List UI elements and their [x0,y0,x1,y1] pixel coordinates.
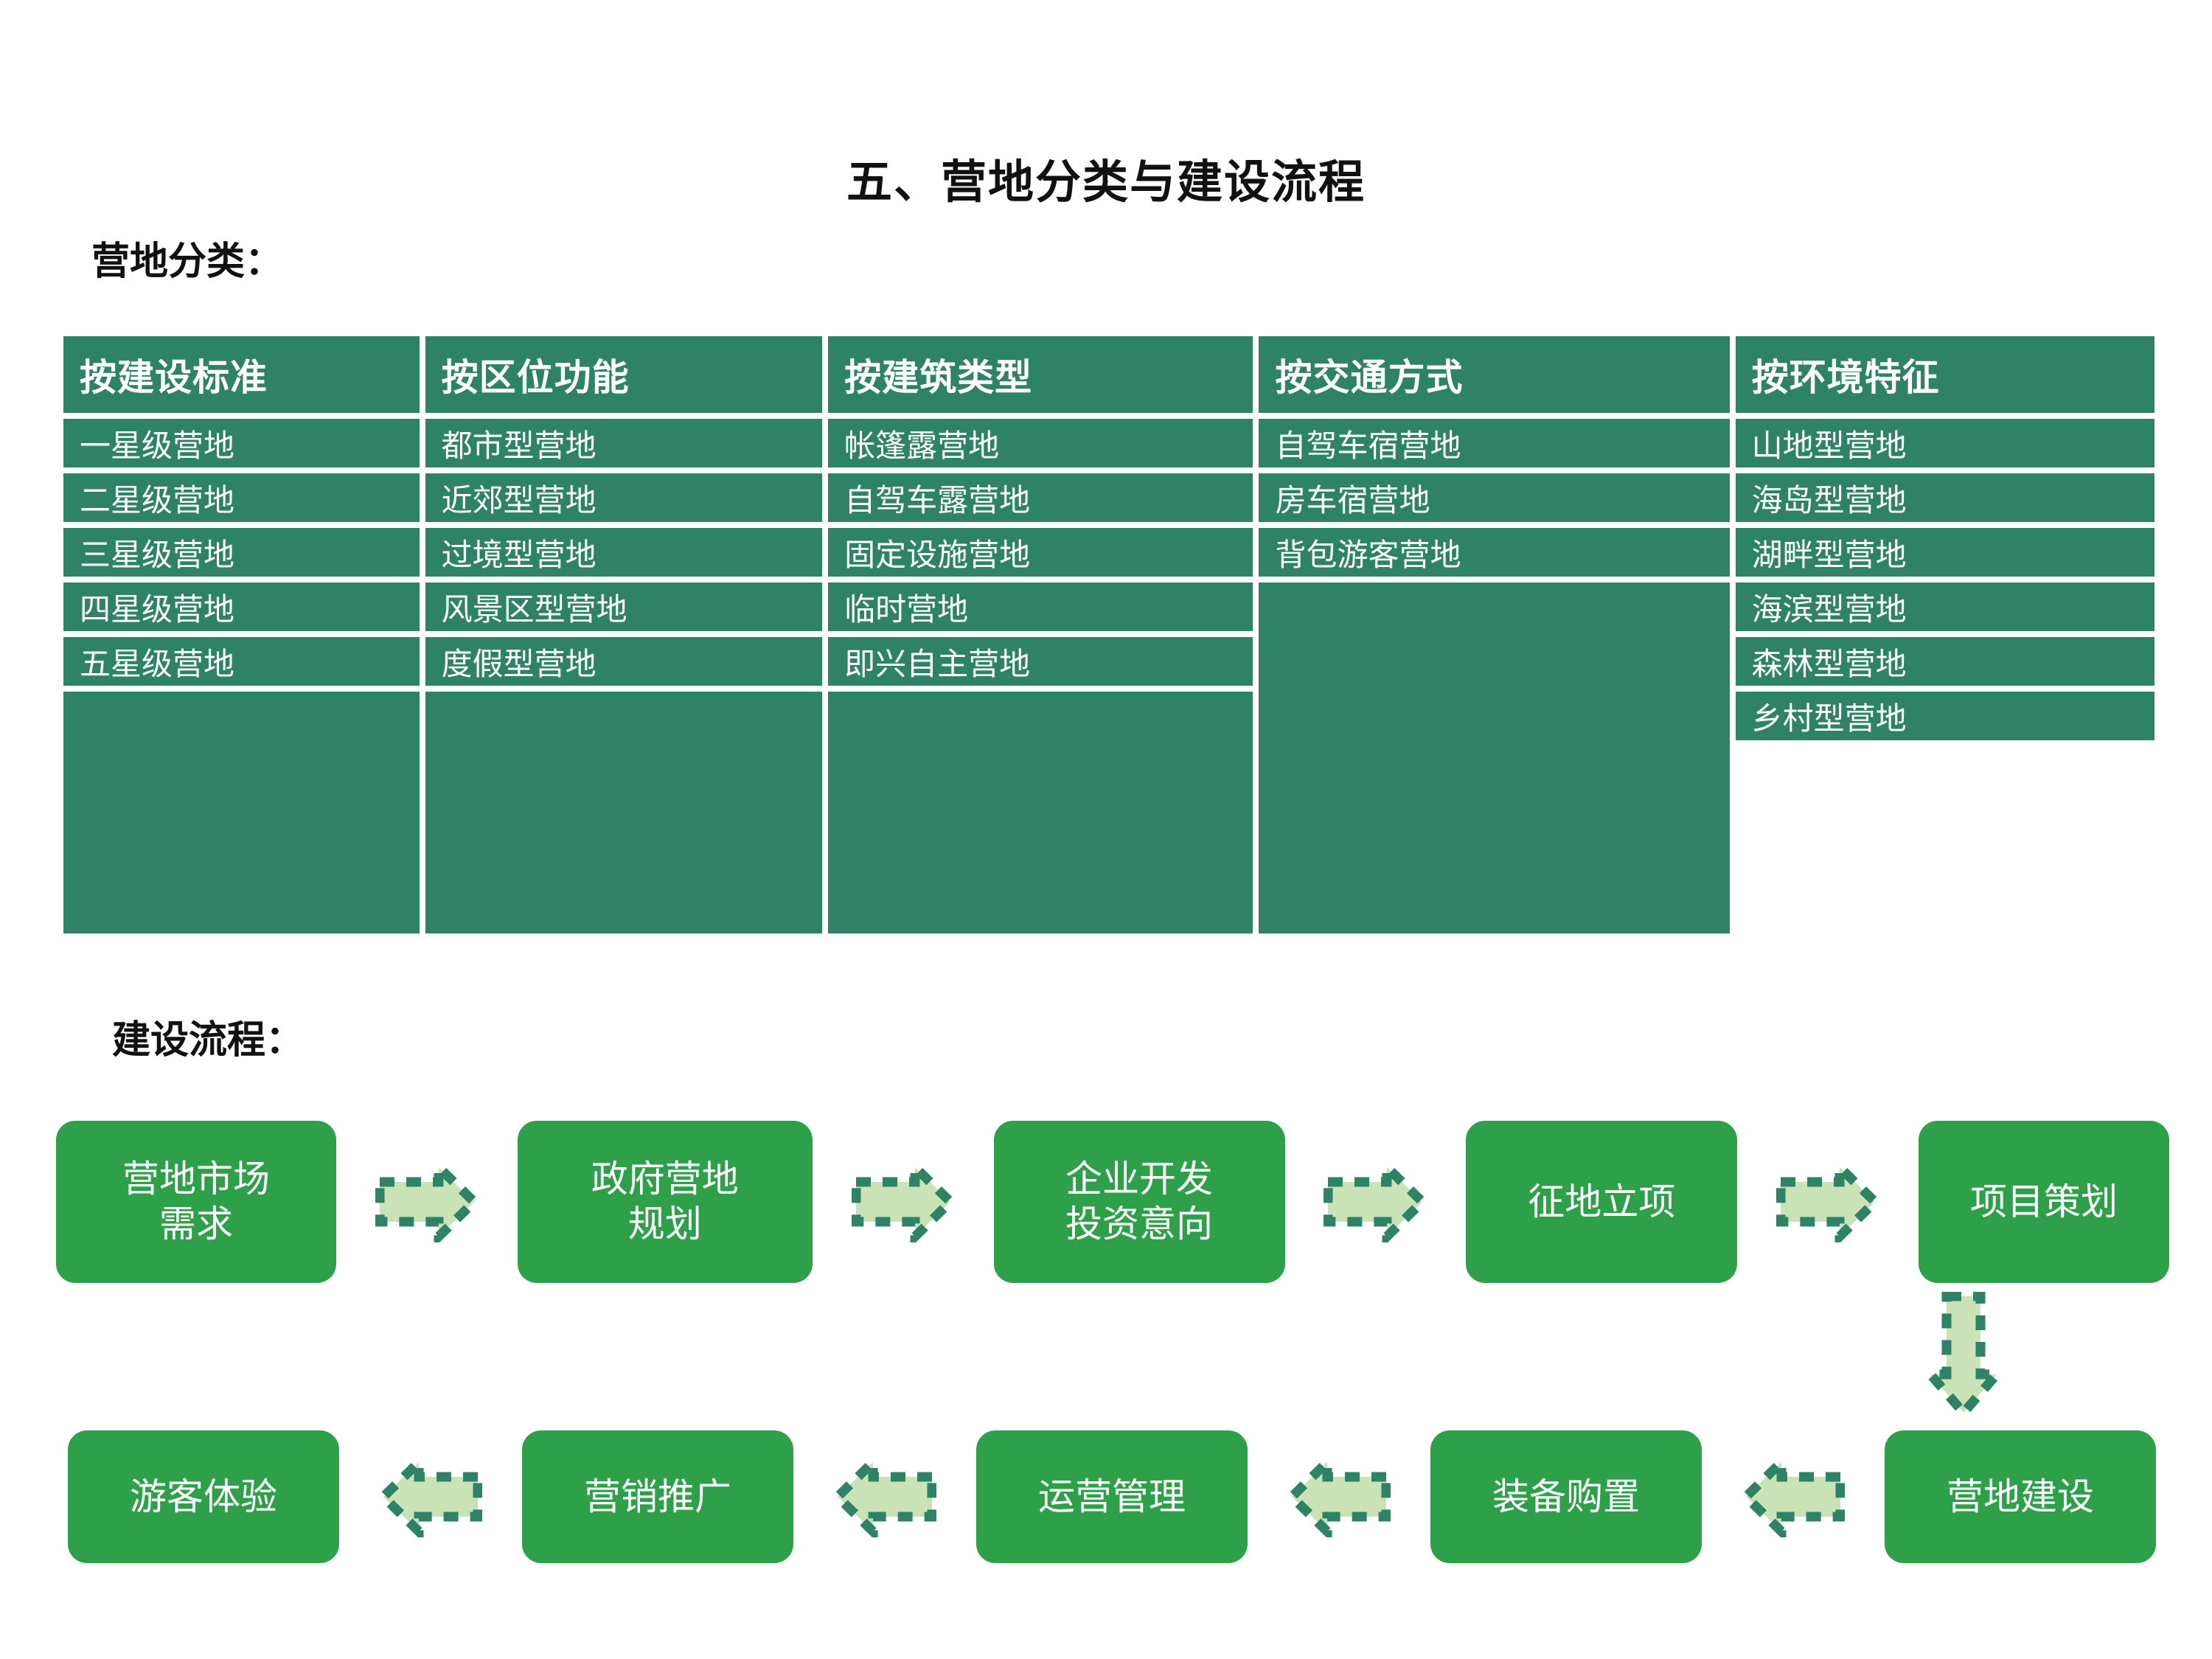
table-header-cell: 按环境特征 [1735,336,2154,413]
table-cell: 度假型营地 [425,637,823,686]
table-cell: 房车宿营地 [1259,473,1730,522]
table-cell: 背包游客营地 [1259,528,1730,577]
table-header-cell: 按建设标准 [63,336,420,413]
table-cell: 二星级营地 [63,473,420,522]
flow-node-visitor-experience[interactable]: 游客体验 [68,1430,339,1563]
flow-node-camp-construction[interactable]: 营地建设 [1885,1430,2156,1563]
table-cell-empty [425,692,823,933]
table-cell-empty [828,692,1253,933]
table-cell-empty [1259,582,1730,933]
table-cell: 五星级营地 [63,637,420,686]
arrow-left-icon [379,1456,482,1537]
table-column-location-function: 按区位功能 都市型营地 近郊型营地 过境型营地 风景区型营地 度假型营地 [425,336,823,933]
flow-node-land-acquisition[interactable]: 征地立项 [1466,1121,1738,1283]
flow-node-market-demand[interactable]: 营地市场 需求 [56,1121,336,1283]
arrow-right-icon [851,1161,955,1242]
table-column-environment-feature: 按环境特征 山地型营地 海岛型营地 湖畔型营地 海滨型营地 森林型营地 乡村型营… [1735,336,2154,933]
table-column-building-type: 按建筑类型 帐篷露营地 自驾车露营地 固定设施营地 临时营地 即兴自主营地 [828,336,1253,933]
table-header-cell: 按建筑类型 [828,336,1253,413]
table-cell: 乡村型营地 [1735,692,2154,740]
table-cell: 四星级营地 [63,582,420,631]
table-column-construction-standard: 按建设标准 一星级营地 二星级营地 三星级营地 四星级营地 五星级营地 [63,336,420,933]
table-cell: 三星级营地 [63,528,420,577]
table-cell: 自驾车露营地 [828,473,1253,522]
flow-node-project-plan[interactable]: 项目策划 [1919,1121,2169,1283]
table-cell: 森林型营地 [1735,637,2154,686]
table-cell: 风景区型营地 [425,582,823,631]
arrow-left-icon [1287,1456,1391,1537]
arrow-right-icon [1324,1161,1427,1242]
table-header-cell: 按区位功能 [425,336,823,413]
table-header-cell: 按交通方式 [1259,336,1730,413]
table-column-transport-mode: 按交通方式 自驾车宿营地 房车宿营地 背包游客营地 [1259,336,1730,933]
flow-row-top: 营地市场 需求 政府营地 规划 企业开发 投资意向 [0,1121,2212,1283]
flow-row-bottom: 游客体验 营销推广 运营管理 [0,1423,2212,1571]
table-cell: 山地型营地 [1735,419,2154,467]
flow-node-equipment-purchase[interactable]: 装备购置 [1430,1430,1702,1563]
table-cell: 湖畔型营地 [1735,528,2154,577]
section-label-classification: 营地分类： [91,240,284,283]
table-cell: 自驾车宿营地 [1259,419,1730,467]
construction-process-flowchart: 营地市场 需求 政府营地 规划 企业开发 投资意向 [0,1121,2212,1637]
table-cell: 帐篷露营地 [828,419,1253,467]
arrow-right-icon [375,1161,479,1242]
table-cell: 固定设施营地 [828,528,1253,577]
flow-node-operation-management[interactable]: 运营管理 [976,1430,1248,1563]
flow-node-marketing-promotion[interactable]: 营销推广 [522,1430,793,1563]
classification-table: 按建设标准 一星级营地 二星级营地 三星级营地 四星级营地 五星级营地 按区位功… [63,336,2154,933]
table-cell: 近郊型营地 [425,473,823,522]
flow-node-enterprise-investment[interactable]: 企业开发 投资意向 [993,1121,1285,1283]
table-cell: 都市型营地 [425,419,823,467]
arrow-left-icon [833,1456,936,1537]
arrow-left-icon [1742,1456,1845,1537]
page-title: 五、营地分类与建设流程 [846,157,1366,208]
table-cell: 即兴自主营地 [828,637,1253,686]
flow-node-government-planning[interactable]: 政府营地 规划 [517,1121,813,1283]
section-label-process: 建设流程： [112,1019,305,1062]
table-cell: 一星级营地 [63,419,420,467]
table-cell: 临时营地 [828,582,1253,631]
table-cell-empty [63,692,420,933]
table-cell: 海滨型营地 [1735,582,2154,631]
table-cell: 海岛型营地 [1735,473,2154,522]
arrow-down-icon [1923,1292,2004,1417]
arrow-right-icon [1776,1161,1880,1242]
table-cell: 过境型营地 [425,528,823,577]
